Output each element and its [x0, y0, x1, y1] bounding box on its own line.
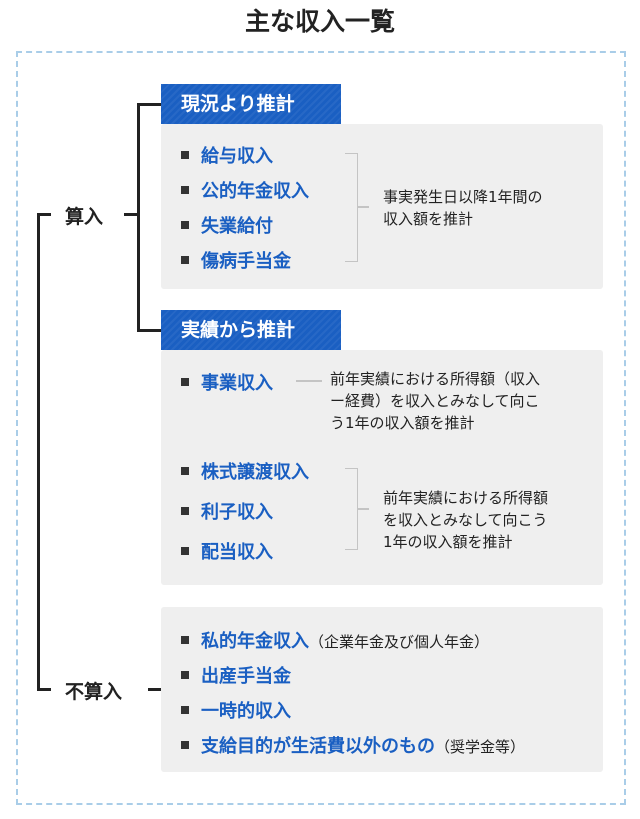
category-sanyu: 算入	[65, 206, 104, 228]
tree-line-sanyu-stub	[37, 213, 51, 216]
tree-line-mid-vertical	[137, 103, 140, 332]
dashed-frame	[16, 51, 626, 805]
list-item: 支給目的が生活費以外のもの（奨学金等）	[181, 732, 525, 758]
tree-line-fusanyu-stub	[37, 688, 51, 691]
group1-note: 事実発生日以降1年間の 収入額を推計	[383, 188, 543, 228]
category-fusanyu: 不算入	[65, 681, 123, 703]
tree-line-sanyu-out	[124, 213, 140, 216]
tree-line-group2-stub	[137, 329, 161, 332]
bullet-icon	[181, 151, 189, 159]
bullet-icon	[181, 706, 189, 714]
list-item: 配当収入	[181, 538, 273, 564]
group1-header: 現況より推計	[161, 84, 341, 124]
bullet-icon	[181, 467, 189, 475]
bullet-icon	[181, 636, 189, 644]
bullet-icon	[181, 378, 189, 386]
bullet-icon	[181, 741, 189, 749]
group2-bracket-tick	[357, 508, 369, 510]
list-item: 私的年金収入（企業年金及び個人年金）	[181, 627, 489, 653]
list-item: 給与収入	[181, 142, 273, 168]
list-item: 失業給付	[181, 212, 273, 238]
list-item: 利子収入	[181, 498, 273, 524]
list-item: 事業収入	[181, 369, 273, 395]
tree-line-left-vertical	[37, 213, 40, 690]
group2-header: 実績から推計	[161, 310, 341, 350]
fusanyu-box	[161, 607, 603, 772]
group1-bracket-tick	[357, 206, 369, 208]
group2-note-a: 前年実績における所得額（収入 ー経費）を収入とみなして向こ う1年の収入額を推計	[330, 370, 541, 432]
bullet-icon	[181, 186, 189, 194]
bullet-icon	[181, 221, 189, 229]
page-title: 主な収入一覧	[244, 7, 395, 36]
tree-line-group1-stub	[137, 103, 161, 106]
group1-box	[161, 124, 603, 289]
list-item: 公的年金収入	[181, 177, 309, 203]
group2-note-b: 前年実績における所得額 を収入とみなして向こう 1年の収入額を推計	[383, 489, 549, 551]
list-item: 出産手当金	[181, 662, 291, 688]
list-item: 傷病手当金	[181, 247, 291, 273]
list-item: 株式譲渡収入	[181, 458, 309, 484]
group2-connector-line	[296, 380, 322, 382]
tree-line-fusanyu-out	[148, 688, 161, 691]
bullet-icon	[181, 671, 189, 679]
bullet-icon	[181, 256, 189, 264]
group1-bracket	[345, 153, 358, 262]
bullet-icon	[181, 507, 189, 515]
bullet-icon	[181, 547, 189, 555]
list-item: 一時的収入	[181, 697, 291, 723]
group2-box	[161, 350, 603, 585]
